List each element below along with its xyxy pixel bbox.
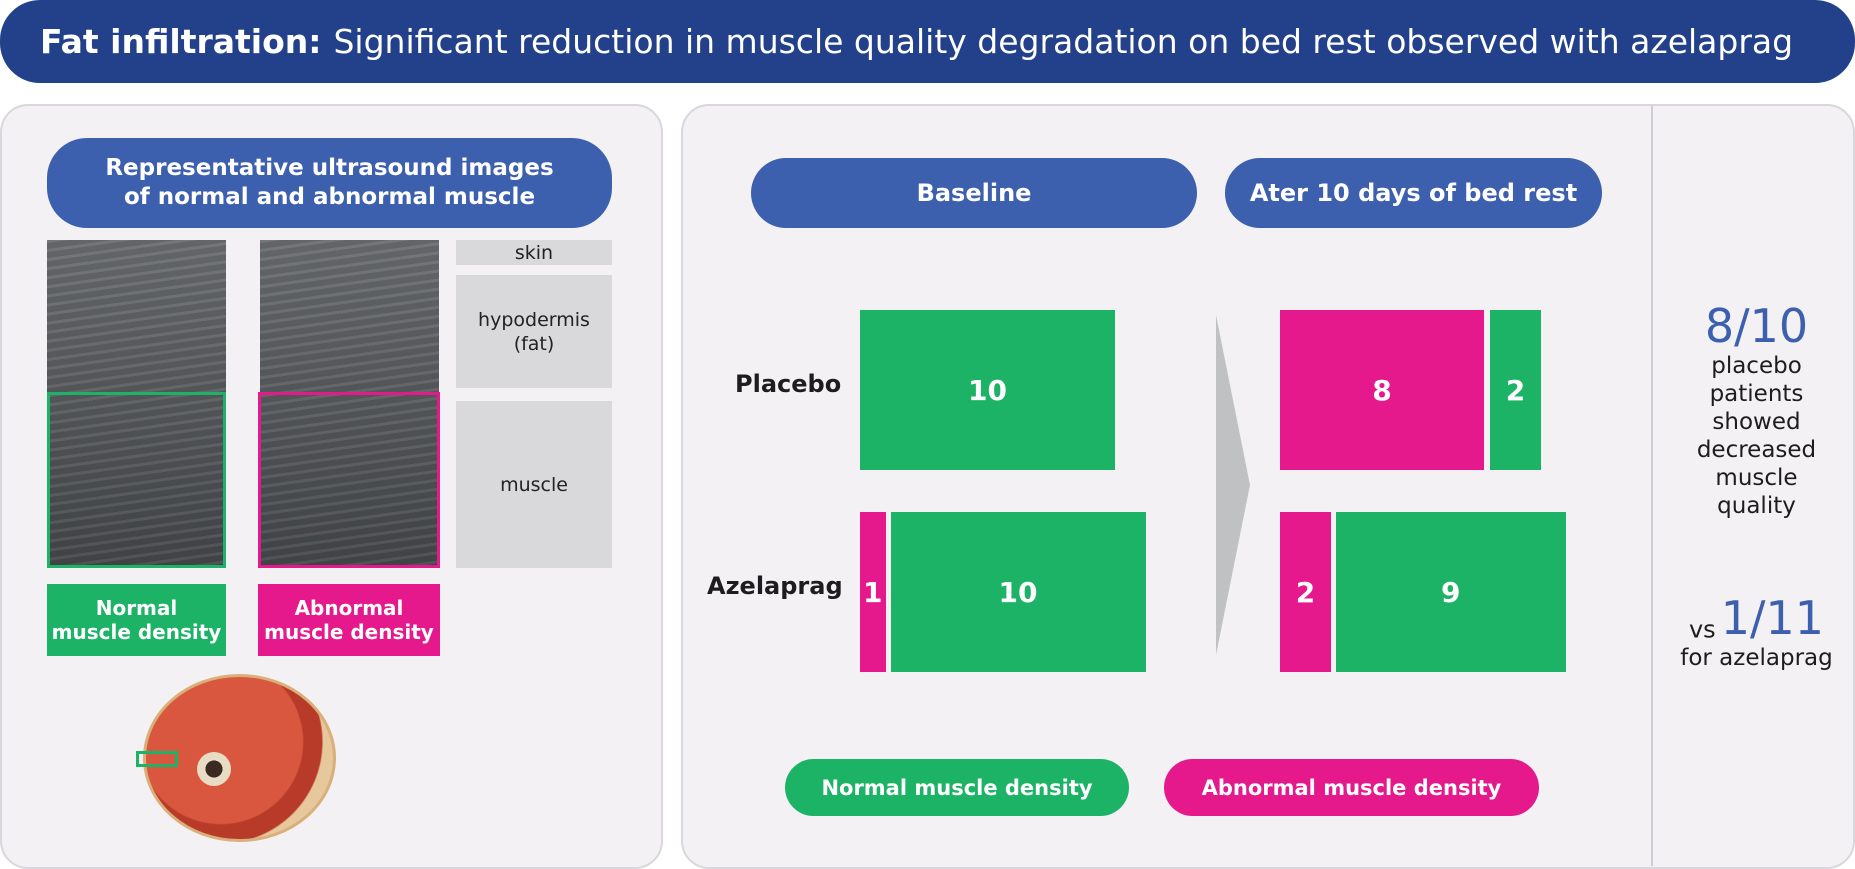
bar-baseline-azelaprag-normal: 10 bbox=[890, 512, 1146, 672]
baseline-heading: Baseline bbox=[751, 158, 1197, 228]
tag-normal-line2: muscle density bbox=[51, 620, 222, 644]
normal-muscle-highlight bbox=[47, 392, 226, 568]
femur-illustration bbox=[197, 752, 231, 786]
bar-baseline-azelaprag-abnormal: 1 bbox=[860, 512, 886, 672]
placebo-stat-line1: placebo bbox=[1711, 353, 1802, 379]
placebo-fraction: 8/10 bbox=[1704, 299, 1809, 353]
placebo-stat-line4: decreased bbox=[1696, 437, 1817, 463]
tag-abnormal-line1: Abnormal bbox=[294, 596, 404, 620]
title-rest: Significant reduction in muscle quality … bbox=[333, 22, 1794, 61]
bar-after-placebo-abnormal: 8 bbox=[1280, 310, 1484, 470]
tag-normal-line1: Normal bbox=[95, 596, 178, 620]
legend-normal-muscle-density: Normal muscle density bbox=[785, 759, 1129, 816]
panel-divider bbox=[1651, 106, 1653, 866]
row-label-azelaprag: Azelaprag bbox=[707, 572, 843, 600]
azelaprag-fraction: 1/11 bbox=[1720, 591, 1825, 645]
bar-after-azelaprag-abnormal: 2 bbox=[1280, 512, 1331, 672]
placebo-stat-line6: quality bbox=[1717, 493, 1796, 519]
thigh-cross-section-illustration bbox=[143, 674, 336, 842]
hypodermis-line2: (fat) bbox=[513, 332, 555, 355]
placebo-stat-line3: showed bbox=[1712, 409, 1801, 435]
vs-label: vs bbox=[1688, 615, 1716, 644]
ultrasound-location-marker bbox=[136, 751, 178, 767]
row-label-placebo: Placebo bbox=[735, 370, 842, 398]
right-panel bbox=[681, 104, 1855, 869]
progression-arrow bbox=[1216, 315, 1250, 655]
bar-baseline-placebo-normal: 10 bbox=[860, 310, 1115, 470]
placebo-stat: 8/10 placebo patients showed decreased m… bbox=[1658, 300, 1855, 520]
page-title: Fat infiltration: Significant reduction … bbox=[0, 0, 1855, 83]
abnormal-muscle-highlight bbox=[258, 392, 440, 568]
placebo-stat-line2: patients bbox=[1709, 381, 1804, 407]
ultrasound-image-normal bbox=[47, 240, 226, 568]
ultrasound-heading-line1: Representative ultrasound images bbox=[105, 155, 554, 181]
after-bed-rest-heading: Ater 10 days of bed rest bbox=[1225, 158, 1602, 228]
ultrasound-heading: Representative ultrasound images of norm… bbox=[47, 138, 612, 228]
layer-skin-label: skin bbox=[456, 240, 612, 265]
bar-after-azelaprag-normal: 9 bbox=[1336, 512, 1566, 672]
title-bold: Fat infiltration: bbox=[40, 22, 322, 61]
ultrasound-image-abnormal bbox=[260, 240, 439, 568]
hypodermis-line1: hypodermis bbox=[478, 308, 590, 331]
azelaprag-stat-text: for azelaprag bbox=[1680, 645, 1833, 671]
ultrasound-heading-line2: of normal and abnormal muscle bbox=[123, 184, 536, 210]
layer-muscle-label: muscle bbox=[456, 401, 612, 568]
abnormal-muscle-density-tag: Abnormal muscle density bbox=[258, 584, 440, 656]
placebo-stat-line5: muscle bbox=[1715, 465, 1798, 491]
legend-abnormal-muscle-density: Abnormal muscle density bbox=[1164, 759, 1539, 816]
normal-muscle-density-tag: Normal muscle density bbox=[47, 584, 226, 656]
bar-after-placebo-normal: 2 bbox=[1490, 310, 1541, 470]
azelaprag-stat: vs 1/11 for azelaprag bbox=[1658, 592, 1855, 672]
layer-hypodermis-label: hypodermis (fat) bbox=[456, 275, 612, 388]
tag-abnormal-line2: muscle density bbox=[264, 620, 434, 644]
